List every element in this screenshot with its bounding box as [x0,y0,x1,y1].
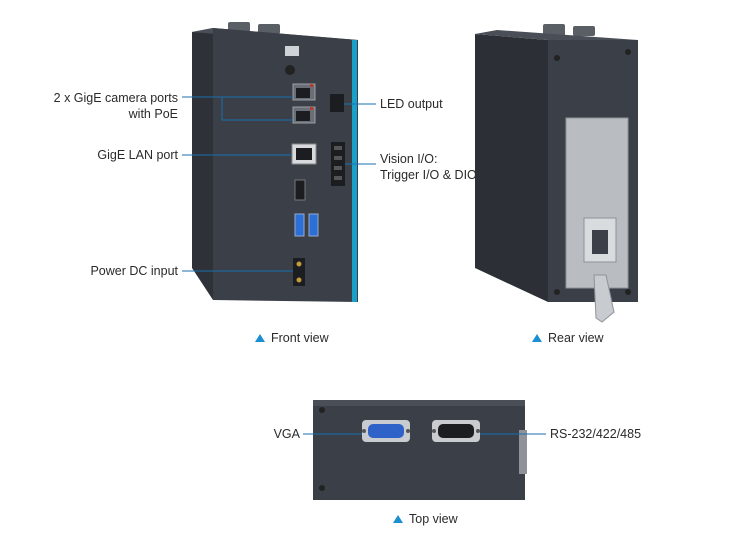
top-view-device [313,400,527,500]
vga-label: VGA [273,427,300,441]
top-view-caption: Top view [393,512,458,526]
triangle-icon [532,334,542,342]
leader-lines [182,96,546,435]
camera-ports-label: 2 x GigE camera ports with PoE [50,90,178,122]
power-dc-label: Power DC input [90,264,178,278]
lan-port-label: GigE LAN port [97,148,178,162]
led-output-label: LED output [380,97,443,111]
top-view-caption-text: Top view [409,512,458,526]
serial-port-label: RS-232/422/485 [550,427,642,441]
triangle-icon [255,334,265,342]
rear-view-caption-text: Rear view [548,331,604,345]
vision-io-label-line1: Vision I/O: [380,152,438,166]
rear-view-caption: Rear view [532,331,604,345]
rear-view-device [475,24,638,323]
camera-ports-label-line2: with PoE [128,107,178,121]
front-view-caption-text: Front view [271,331,329,345]
front-view-device [192,22,358,302]
front-view-caption: Front view [255,331,329,345]
camera-ports-label-line1: 2 x GigE camera ports [53,91,178,105]
vision-io-label: Vision I/O: Trigger I/O & DIO [380,151,477,183]
vision-io-label-line2: Trigger I/O & DIO [380,168,477,182]
triangle-icon [393,515,403,523]
